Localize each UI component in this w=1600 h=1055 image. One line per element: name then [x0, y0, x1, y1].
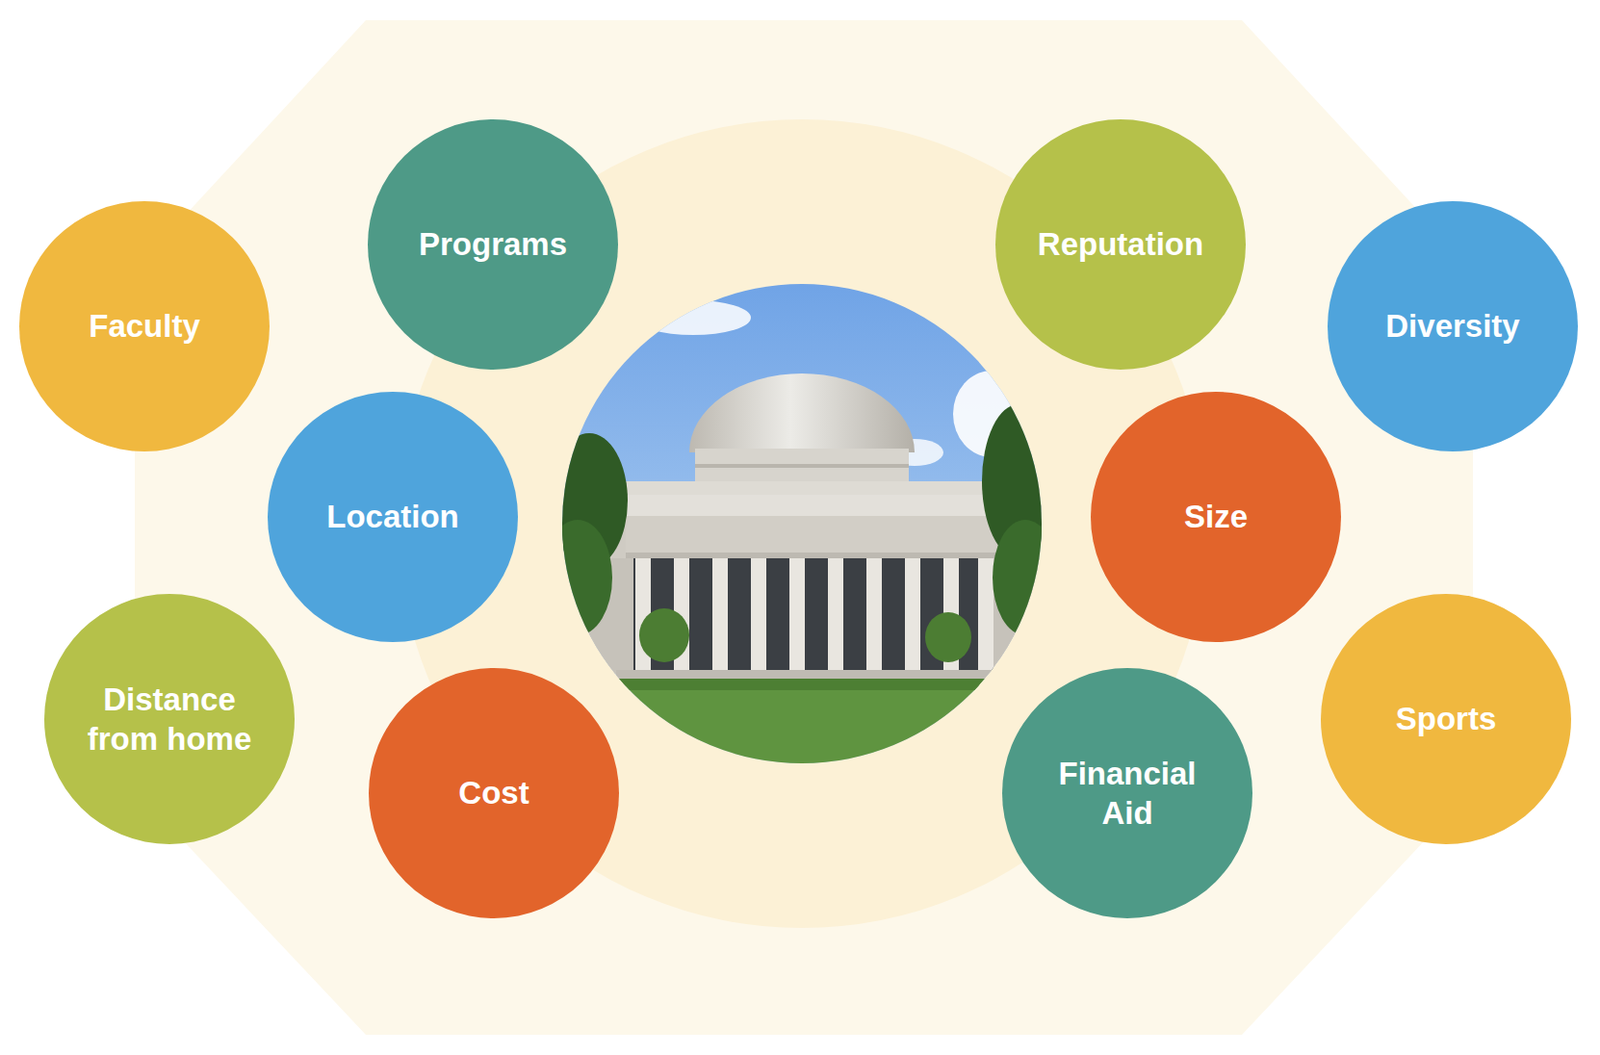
factor-circle: Diversity: [1327, 201, 1578, 452]
factor-circle: Size: [1090, 391, 1342, 643]
factor-circle: Programs: [367, 119, 619, 370]
factor-circle: Reputation: [995, 119, 1246, 370]
factor-label: Faculty: [88, 306, 201, 346]
factor-label: Cost: [458, 773, 529, 813]
factor-label: Diversity: [1385, 306, 1520, 346]
circle-fill: [368, 668, 620, 919]
factor-label: Financial Aid: [1035, 753, 1219, 834]
factor-label: Size: [1184, 496, 1248, 537]
factor-circle: Location: [267, 391, 518, 643]
circle-fill: [1320, 593, 1572, 845]
circle-shape: [44, 593, 295, 845]
factor-circle: Financial Aid: [1002, 668, 1253, 919]
factor-label: Distance from home: [77, 679, 261, 760]
factor-label: Programs: [418, 224, 568, 264]
circle-fill: [1002, 668, 1253, 919]
background-octagon: [134, 20, 1473, 1035]
factor-circle: Sports: [1320, 593, 1572, 845]
circle-fill: [267, 391, 518, 643]
circle-fill: [44, 593, 295, 845]
circle-fill: [367, 119, 619, 370]
factor-label: Sports: [1395, 698, 1497, 739]
circle-fill: [1327, 201, 1578, 452]
campus-photo: [542, 279, 1059, 785]
circle-fill: [995, 119, 1246, 370]
factor-circle: Faculty: [19, 201, 270, 452]
factor-circle: Cost: [368, 668, 620, 919]
circle-fill: [1090, 391, 1342, 643]
factor-circle: Distance from home: [44, 593, 295, 845]
factor-label: Reputation: [1037, 224, 1204, 264]
factor-label: Location: [326, 496, 460, 537]
circle-fill: [19, 201, 270, 452]
circle-shape: [1002, 668, 1253, 919]
